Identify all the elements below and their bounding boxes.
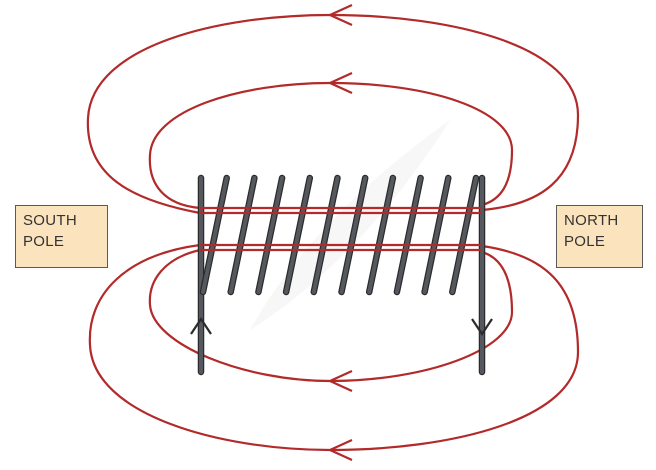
field-arrow-left-icon [327,71,353,95]
south-pole-label: SOUTH POLE [15,205,108,268]
north-pole-label: NORTH POLE [556,205,643,268]
coil-turn-2 [227,174,258,296]
coil-turn-6 [338,174,369,296]
coil-turn-9 [421,174,452,296]
south-pole-label-line-2: POLE [23,233,65,250]
coil-turn-4 [282,174,314,296]
coil-turn-5 [310,174,341,296]
arrows [190,3,493,462]
field-lines-front [200,206,482,252]
field-line-outer-top [86,13,580,215]
south-pole-label-line-1: SOUTH [23,212,77,229]
field-arrow-left-icon [327,369,353,393]
coil-turn-7 [365,174,397,296]
current-arrow-up-icon [190,317,212,335]
coil-turn-1 [199,174,230,296]
field-arrow-left-icon [327,3,353,27]
coil [197,174,486,376]
coil-turn-10 [449,174,480,296]
coil-turn-3 [255,174,286,296]
field-arrow-left-icon [327,438,353,462]
watermark-logo [250,120,450,330]
north-pole-label-line-1: NORTH [564,212,619,229]
current-arrow-down-icon [471,318,493,336]
north-pole-label-line-2: POLE [564,233,606,250]
field-line-outer-bottom [88,243,580,452]
coil-turn-8 [393,174,424,296]
